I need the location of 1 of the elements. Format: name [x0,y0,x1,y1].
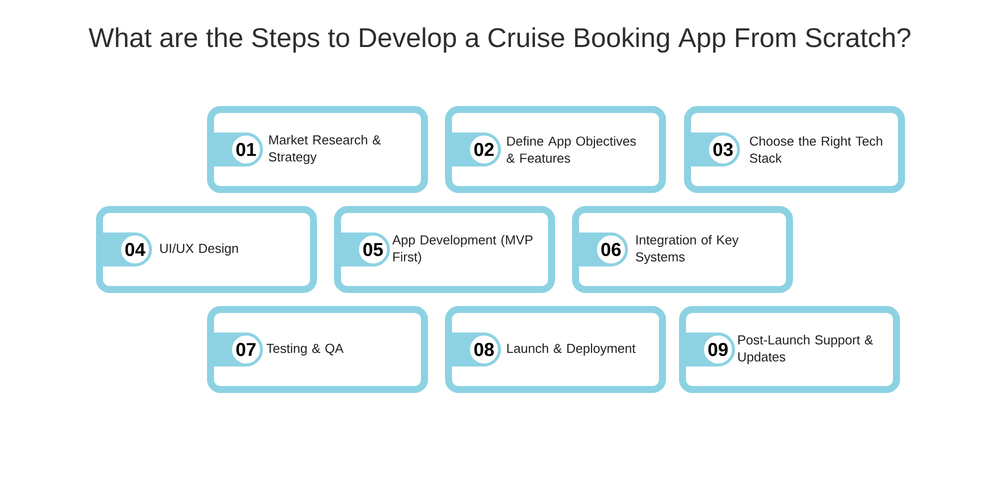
title: What are the Steps to Develop a Cruise Booking App From Scratch? [88,27,910,53]
